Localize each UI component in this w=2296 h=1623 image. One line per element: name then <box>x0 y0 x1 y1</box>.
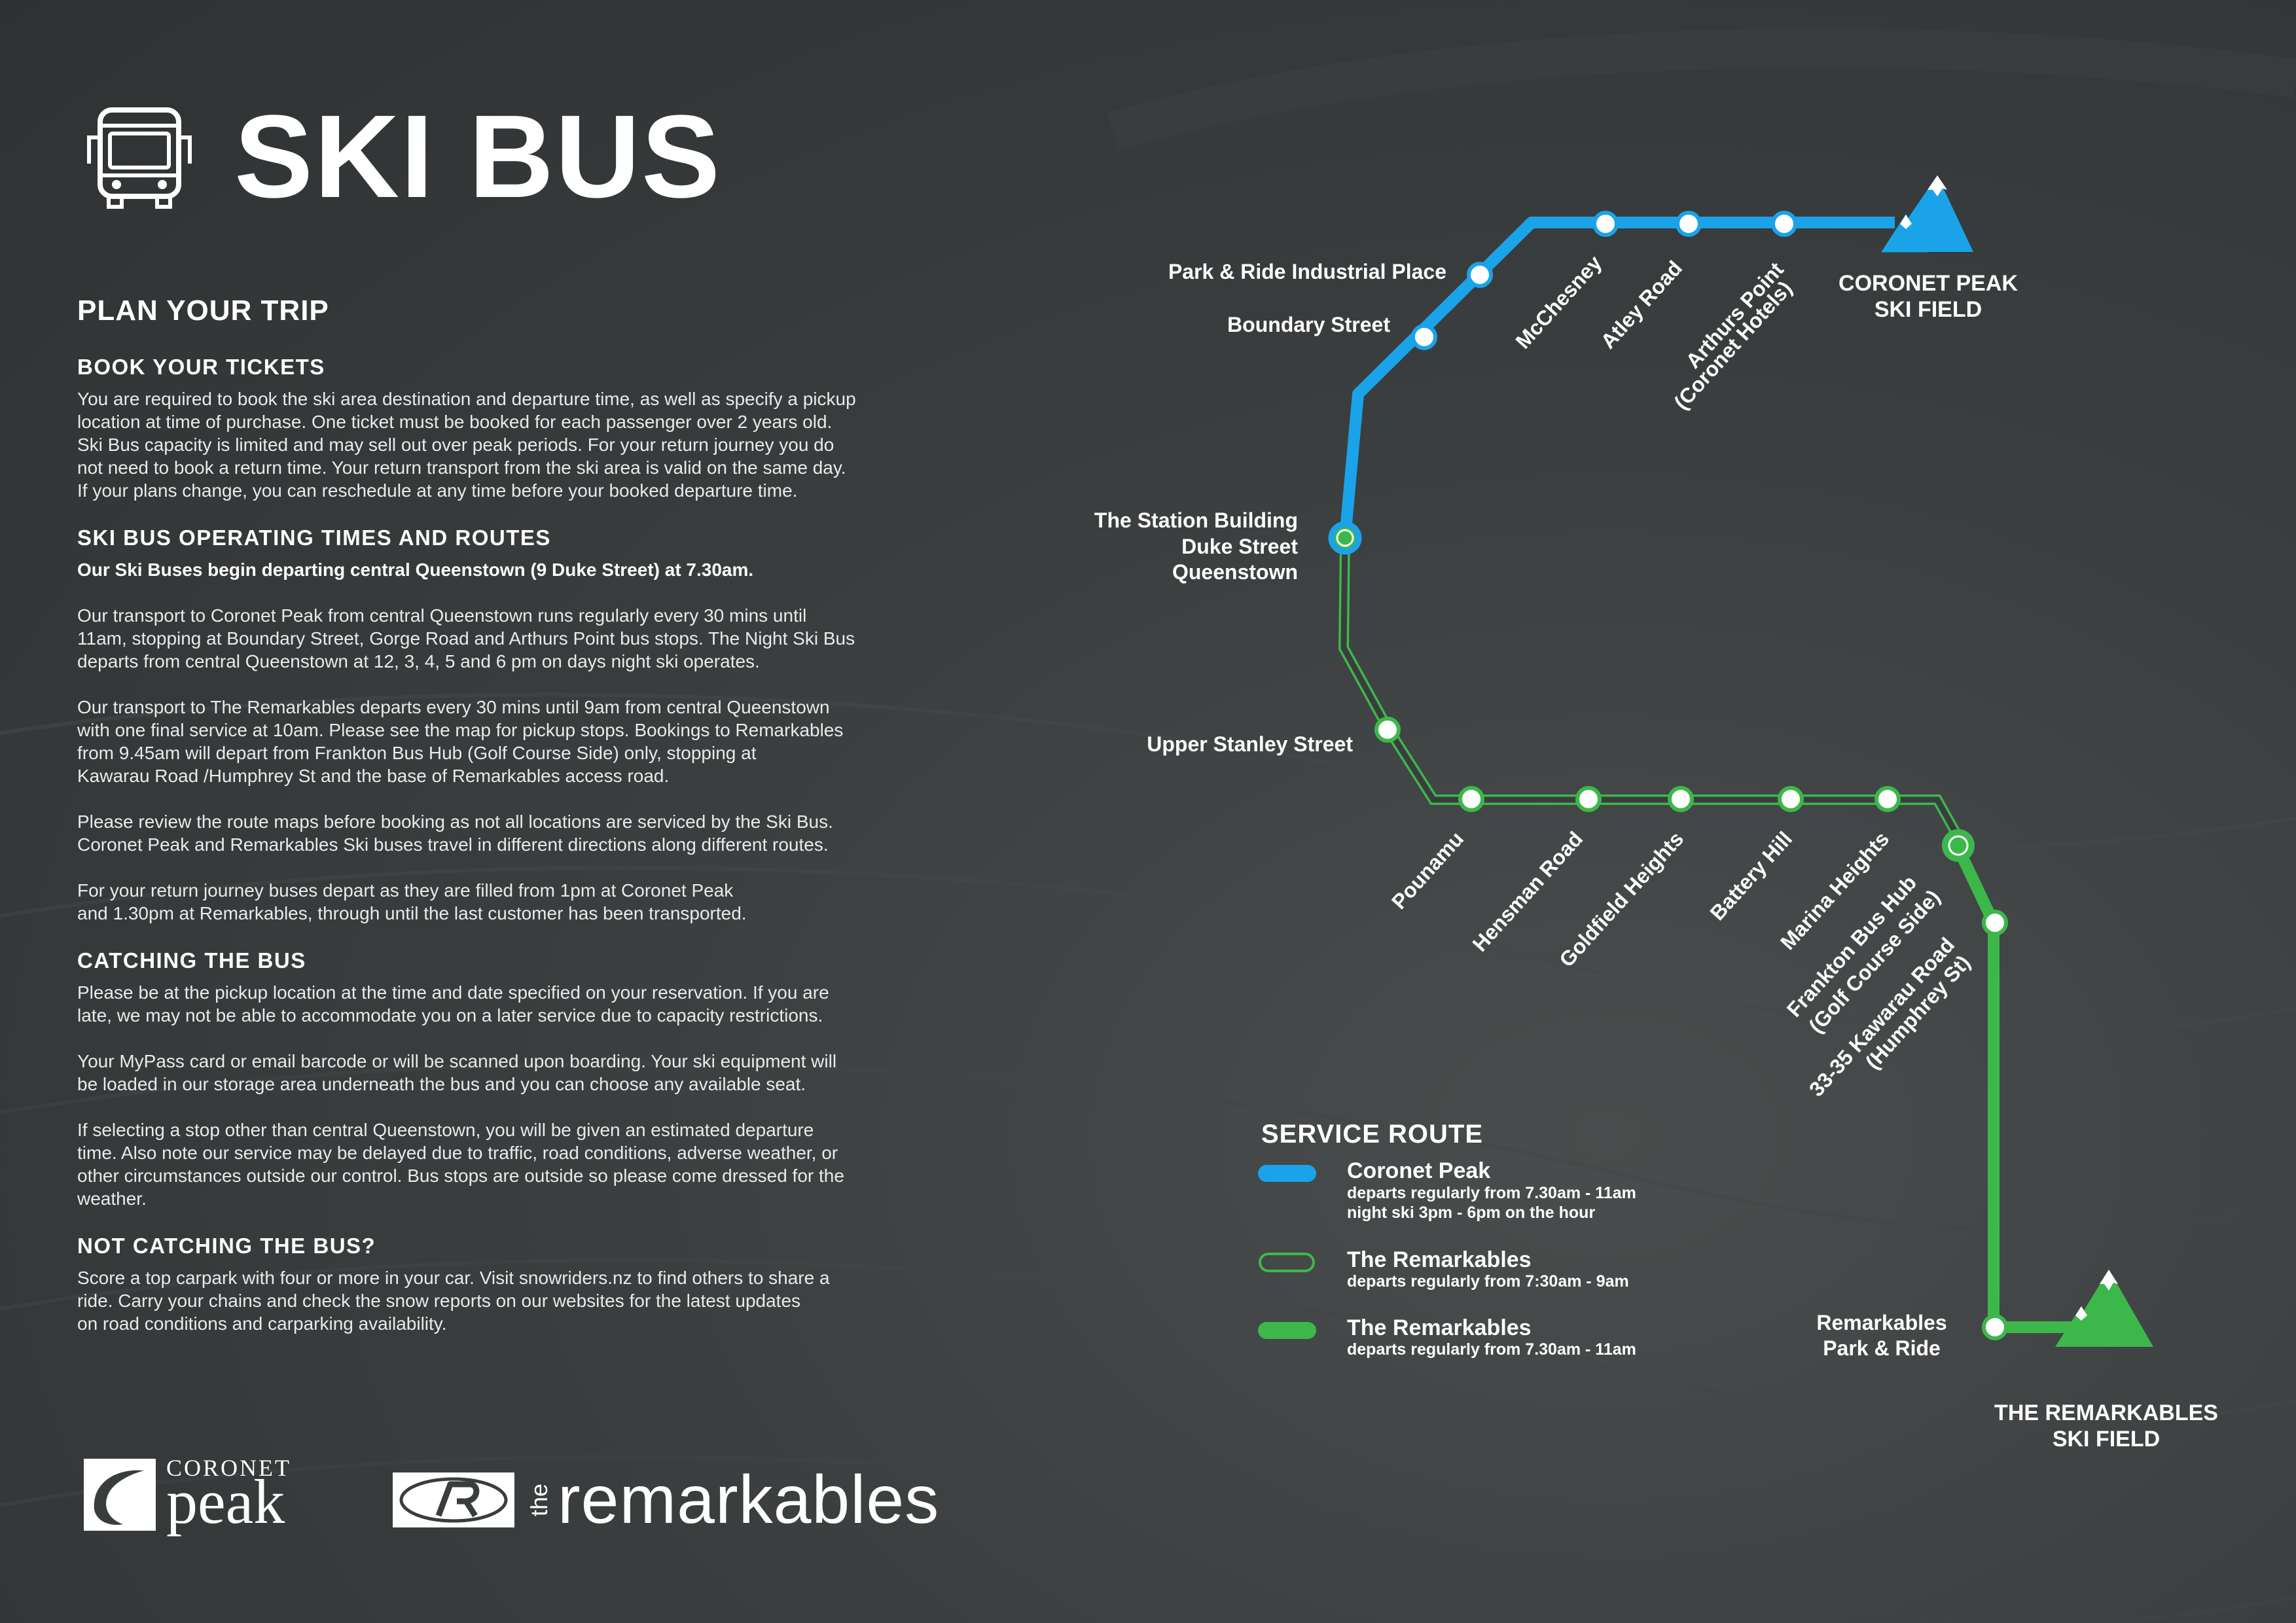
stop-boundary-street[interactable] <box>1411 324 1437 350</box>
stop-arthurs-point[interactable] <box>1771 211 1797 237</box>
not-catching-section: NOT CATCHING THE BUS? Score a top carpar… <box>77 1234 1013 1335</box>
stop-kawarau-road[interactable] <box>1982 910 2008 936</box>
legend-remarkables2-line1: departs regularly from 7.30am - 11am <box>1347 1340 1636 1359</box>
stop-hensman-road[interactable] <box>1575 786 1602 812</box>
dest-coronet-2: SKI FIELD <box>1874 297 1982 322</box>
coronet-peak-mountain-icon <box>1881 175 1973 253</box>
legend-swatch-remarkables-outline <box>1259 1253 1315 1272</box>
label-park-ride-industrial: Park & Ride Industrial Place <box>1168 260 1446 283</box>
stop-atley-road[interactable] <box>1676 211 1702 237</box>
catching-text-2: Your MyPass card or email barcode or wil… <box>77 1051 837 1094</box>
stop-pounamu[interactable] <box>1458 786 1484 812</box>
label-station-3: Queenstown <box>1172 560 1298 584</box>
legend-coronet-name: Coronet Peak <box>1347 1158 1490 1183</box>
label-arthurs-point-sub: (Coronet Hotels) <box>1669 276 1796 414</box>
label-upper-stanley: Upper Stanley Street <box>1147 732 1353 756</box>
label-atley-road: Atley Road <box>1596 256 1687 353</box>
label-pounamu: Pounamu <box>1387 827 1468 914</box>
remarkables-stops <box>1374 717 2008 1340</box>
dest-coronet-1: CORONET PEAK <box>1839 271 2018 296</box>
stop-upper-stanley[interactable] <box>1374 717 1401 743</box>
station-inner-ring <box>1336 529 1354 547</box>
times-coronet-text: Our transport to Coronet Peak from centr… <box>77 605 855 671</box>
dest-remarkables-2: SKI FIELD <box>2053 1427 2160 1452</box>
label-remarkables-pr-1: Remarkables <box>1816 1311 1946 1334</box>
book-section: BOOK YOUR TICKETS You are required to bo… <box>77 355 1013 502</box>
plan-heading: PLAN YOUR TRIP <box>77 294 329 327</box>
label-station-2: Duke Street <box>1181 535 1298 558</box>
label-battery-hill: Battery Hill <box>1705 827 1797 925</box>
catching-section: CATCHING THE BUS Please be at the pickup… <box>77 948 1013 1210</box>
legend-coronet-line2: night ski 3pm - 6pm on the hour <box>1347 1204 1595 1222</box>
page-title: SKI BUS <box>234 91 722 223</box>
legend-heading: SERVICE ROUTE <box>1261 1120 1483 1149</box>
times-review-text: Please review the route maps before book… <box>77 812 833 855</box>
stop-battery-hill[interactable] <box>1778 786 1804 812</box>
coronet-stops <box>1411 211 1797 350</box>
plan-your-trip: PLAN YOUR TRIP BOOK YOUR TICKETS You are… <box>77 294 1013 1359</box>
times-section: SKI BUS OPERATING TIMES AND ROUTES Our S… <box>77 526 1013 925</box>
remarkables-logo-name: remarkables <box>558 1462 940 1538</box>
coronet-route <box>1339 217 1895 539</box>
legend-remarkables2-name: The Remarkables <box>1347 1315 1532 1340</box>
legend-remarkables1-name: The Remarkables <box>1347 1247 1532 1272</box>
stop-mcchesney[interactable] <box>1592 211 1619 237</box>
times-return-text: For your return journey buses depart as … <box>77 880 747 923</box>
not-catching-text: Score a top carpark with four or more in… <box>77 1268 830 1334</box>
label-mcchesney: McChesney <box>1511 251 1606 353</box>
stop-remarkables-park-ride[interactable] <box>1982 1314 2008 1340</box>
times-intro: Our Ski Buses begin departing central Qu… <box>77 560 754 580</box>
stop-goldfield-heights[interactable] <box>1668 786 1694 812</box>
dest-remarkables-1: THE REMARKABLES <box>1994 1400 2218 1425</box>
frankton-inner-ring <box>1948 835 1969 856</box>
label-station-1: The Station Building <box>1094 508 1298 532</box>
times-remarkables-text: Our transport to The Remarkables departs… <box>77 697 844 786</box>
catching-text-3: If selecting a stop other than central Q… <box>77 1120 844 1209</box>
remarkables-badge-icon <box>393 1472 514 1527</box>
remarkables-logo: the remarkables <box>393 1466 939 1534</box>
stop-marina-heights[interactable] <box>1874 786 1901 812</box>
legend-remarkables1-line1: departs regularly from 7:30am - 9am <box>1347 1272 1629 1291</box>
coronet-logo-bottom: peak <box>166 1467 285 1537</box>
label-remarkables-pr-2: Park & Ride <box>1823 1336 1941 1360</box>
not-catching-heading: NOT CATCHING THE BUS? <box>77 1234 376 1258</box>
label-hensman-road: Hensman Road <box>1468 827 1588 956</box>
stop-park-ride-industrial[interactable] <box>1467 262 1493 288</box>
book-text: You are required to book the ski area de… <box>77 389 856 501</box>
catching-text-1: Please be at the pickup location at the … <box>77 982 829 1026</box>
book-heading: BOOK YOUR TICKETS <box>77 355 325 379</box>
times-heading: SKI BUS OPERATING TIMES AND ROUTES <box>77 526 551 550</box>
coronet-logo-top: CORONET <box>166 1455 291 1481</box>
catching-heading: CATCHING THE BUS <box>77 948 306 972</box>
remarkables-mountain-icon <box>2055 1270 2153 1347</box>
remarkables-early-route-inner <box>1340 537 1965 846</box>
legend: SERVICE ROUTE Coronet Peak departs regul… <box>1258 1120 1636 1359</box>
legend-coronet-line1: departs regularly from 7.30am - 11am <box>1347 1184 1636 1202</box>
coronet-mark-icon <box>84 1459 156 1531</box>
header: SKI BUS <box>84 98 721 216</box>
coronet-peak-logo: CORONET peak <box>84 1456 291 1533</box>
bus-icon <box>87 107 192 209</box>
label-boundary-street: Boundary Street <box>1227 313 1390 336</box>
remarkables-route <box>1951 843 2081 1333</box>
